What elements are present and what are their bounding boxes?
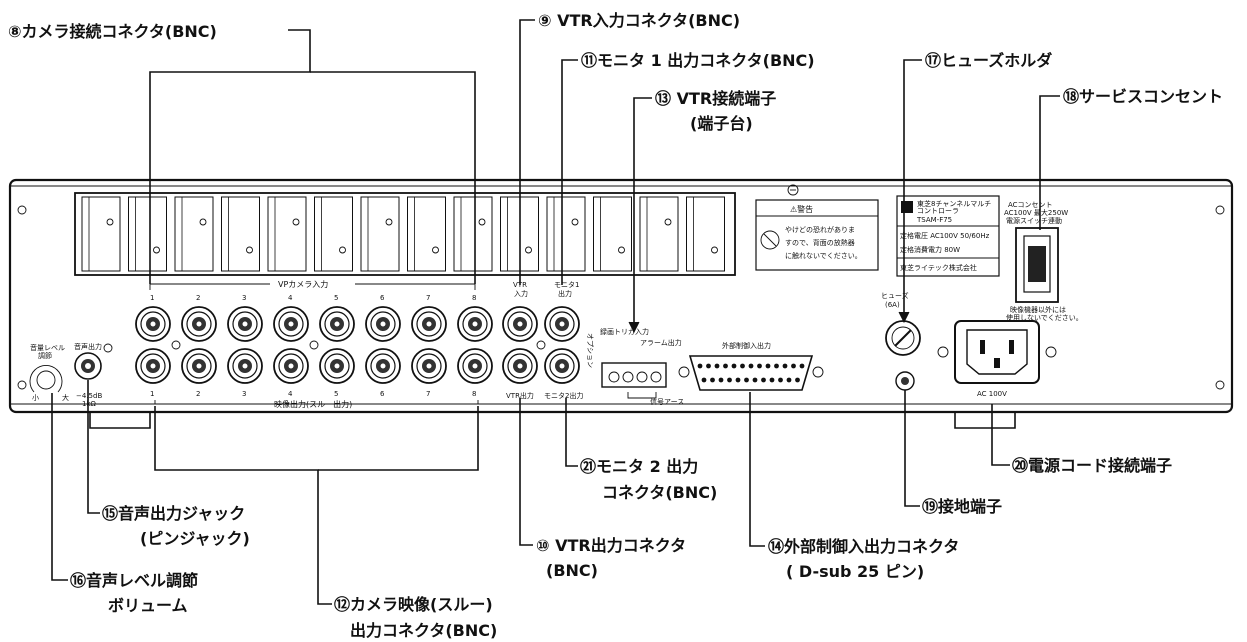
monitor2-output-bnc — [545, 349, 579, 383]
audio-level-label-1: 音量レベル — [30, 343, 65, 352]
camera-input-number: 4 — [288, 294, 293, 302]
callout-11: ⑪モニタ 1 出力コネクタ(BNC) — [581, 51, 815, 70]
callout-10a: ⑩ VTR出力コネクタ — [536, 536, 686, 555]
warning-text-1: やけどの恐れがありま — [785, 225, 855, 234]
camera-output-bnc — [320, 349, 354, 383]
monitor1-output-bnc — [545, 307, 579, 341]
vtr-input-bnc — [503, 307, 537, 341]
video-out-label: 映像出力(スルー出力) — [274, 399, 352, 409]
ground-screw — [310, 341, 318, 349]
plate-power: 定格消費電力 80W — [900, 245, 960, 254]
callout-15a: ⑮音声出力ジャック — [102, 504, 245, 523]
outlet-label-2: AC100V 最大250W — [1004, 208, 1068, 217]
camera-output-number: 3 — [242, 390, 246, 398]
camera-input-number: 8 — [472, 294, 476, 302]
warning-title: ⚠警告 — [790, 204, 813, 214]
callout-19: ⑲接地端子 — [922, 497, 1002, 516]
outlet-note-1: 映像機器以外には — [1010, 305, 1066, 314]
camera-output-number: 6 — [380, 390, 385, 398]
camera-input-bnc — [274, 307, 308, 341]
outlet-label-1: ACコンセント — [1008, 201, 1053, 209]
camera-input-bnc — [136, 307, 170, 341]
callout-15b: (ピンジャック) — [140, 529, 250, 548]
camera-output-number: 7 — [426, 390, 430, 398]
callout-12b: 出力コネクタ(BNC) — [350, 621, 497, 640]
camera-output-bnc — [228, 349, 262, 383]
camera-input-bnc — [412, 307, 446, 341]
callout-14a: ⑭外部制御入出力コネクタ — [768, 537, 959, 556]
rating-plate: 東芝8チャンネルマルチ コントローラ TSAM-F75 定格電圧 AC100V … — [897, 196, 999, 276]
monitor1-label-1: モニタ1 — [554, 280, 579, 289]
camera-output-number: 8 — [472, 390, 476, 398]
audio-out-label: 音声出力 — [74, 342, 102, 351]
alarm-out-label: アラーム出力 — [640, 338, 682, 347]
monitor1-label-2: 出力 — [558, 289, 572, 298]
callout-20: ⑳電源コード接続端子 — [1012, 456, 1172, 475]
camera-output-bnc — [182, 349, 216, 383]
camera-output-bnc — [366, 349, 400, 383]
camera-input-number: 6 — [380, 294, 385, 302]
callout-8: ⑧カメラ接続コネクタ(BNC) — [8, 22, 217, 41]
camera-output-bnc — [136, 349, 170, 383]
camera-output-number: 2 — [196, 390, 200, 398]
callout-21b: コネクタ(BNC) — [602, 483, 717, 502]
vp-input-label: VPカメラ入力 — [278, 279, 328, 289]
ac-label: AC 100V — [977, 390, 1007, 398]
signal-earth-label: 信号アース — [650, 397, 684, 406]
camera-output-bnc — [458, 349, 492, 383]
camera-input-bnc — [228, 307, 262, 341]
ground-screw — [172, 341, 180, 349]
callout-13a: ⑬ VTR接続端子 — [655, 89, 776, 108]
plate-model: TSAM-F75 — [916, 216, 952, 224]
ext-ctrl-label: 外部制御入出力 — [722, 341, 771, 350]
camera-input-number: 5 — [334, 294, 338, 302]
camera-input-number: 1 — [150, 294, 154, 302]
camera-input-bnc — [458, 307, 492, 341]
outlet-label-3: 電源スイッチ連動 — [1006, 216, 1062, 225]
max-label: 大 — [62, 393, 69, 402]
audio-level-label-2: 調節 — [38, 351, 52, 360]
callout-17: ⑰ヒューズホルダ — [925, 51, 1052, 70]
audio-spec-2: 1kΩ — [82, 400, 97, 408]
plate-line-2: コントローラ — [917, 207, 959, 215]
camera-input-bnc — [182, 307, 216, 341]
plate-maker: 東芝ライテック株式会社 — [900, 263, 977, 272]
callout-13b: (端子台) — [690, 114, 753, 133]
heat-sink — [75, 193, 735, 275]
min-label: 小 — [32, 393, 39, 402]
ground-screw — [537, 341, 545, 349]
monitor2-label: モニタ2出力 — [544, 391, 583, 400]
callout-12a: ⑫カメラ映像(スルー) — [334, 595, 493, 614]
camera-input-number: 2 — [196, 294, 200, 302]
camera-output-bnc — [274, 349, 308, 383]
vtr-output-bnc — [503, 349, 537, 383]
audio-spec-1: −4.5dB — [76, 392, 102, 400]
callout-9: ⑨ VTR入力コネクタ(BNC) — [538, 11, 740, 30]
warning-label: ⚠警告 やけどの恐れがありま すので、背面の放熱器 に触れないでください。 — [756, 200, 878, 270]
camera-input-number: 3 — [242, 294, 246, 302]
camera-output-number: 1 — [150, 390, 154, 398]
callout-10b: (BNC) — [546, 561, 598, 580]
plate-voltage: 定格電圧 AC100V 50/60Hz — [900, 231, 990, 240]
callout-18: ⑱サービスコンセント — [1063, 87, 1223, 106]
camera-input-number: 7 — [426, 294, 430, 302]
camera-input-bnc — [366, 307, 400, 341]
fuse-rating: (6A) — [885, 301, 900, 309]
callout-21a: ㉑モニタ 2 出力 — [580, 457, 698, 476]
callout-14b: ( D-sub 25 ピン) — [786, 562, 924, 581]
camera-input-bnc — [320, 307, 354, 341]
callout-16b: ボリューム — [108, 596, 188, 615]
callout-16a: ⑯音声レベル調節 — [70, 571, 198, 590]
rec-trigger-label: 録画トリガ入力 — [600, 327, 649, 336]
option-label: オプション — [586, 333, 594, 368]
camera-output-number: 5 — [334, 390, 338, 398]
camera-output-bnc — [412, 349, 446, 383]
vtr-in-label-2: 入力 — [514, 289, 528, 298]
warning-text-3: に触れないでください。 — [785, 251, 862, 260]
camera-output-number: 4 — [288, 390, 293, 398]
warning-text-2: すので、背面の放熱器 — [785, 238, 855, 247]
